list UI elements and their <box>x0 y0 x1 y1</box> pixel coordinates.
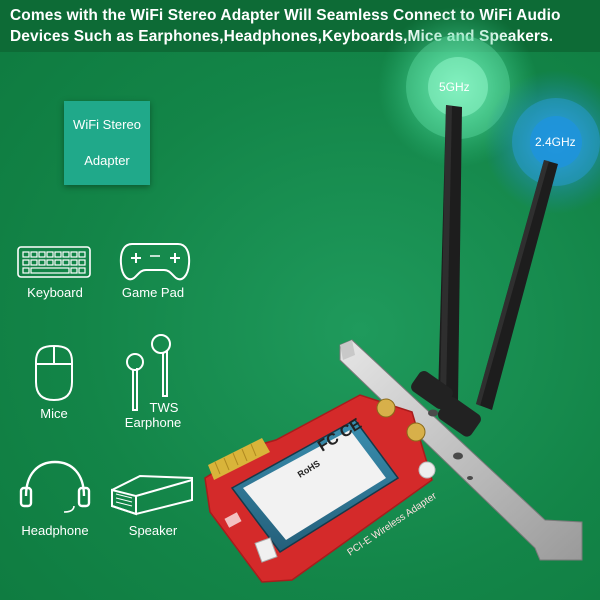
antenna-24ghz <box>437 160 558 437</box>
band-5ghz-label: 5GHz <box>439 80 470 94</box>
wifi-stereo-adapter-box: WiFi Stereo Adapter <box>64 101 150 185</box>
speaker-icon <box>111 474 193 516</box>
headphone-icon <box>19 460 91 513</box>
adapter-box-line-1: WiFi Stereo <box>73 117 141 132</box>
keyboard-icon <box>17 246 91 278</box>
device-keyboard: Keyboard <box>16 285 94 300</box>
device-speaker: Speaker <box>118 523 188 538</box>
band-24ghz-label: 2.4GHz <box>535 135 576 149</box>
headphone-label: Headphone <box>21 523 89 538</box>
mouse-icon <box>35 344 73 402</box>
device-headphone: Headphone <box>14 523 96 538</box>
device-gamepad: Game Pad <box>114 285 192 300</box>
tws-label: TWS <box>149 400 179 415</box>
antenna-5ghz <box>411 105 462 409</box>
speaker-label: Speaker <box>128 523 178 538</box>
device-tws-earphone: TWS Earphone <box>118 400 188 430</box>
signal-24ghz-glow <box>484 70 600 214</box>
device-mice: Mice <box>22 406 86 421</box>
signal-5ghz-glow <box>378 7 538 167</box>
adapter-box-line-2: Adapter <box>84 153 130 168</box>
earphone-label: Earphone <box>124 415 182 430</box>
gamepad-label: Game Pad <box>121 285 185 300</box>
gamepad-icon <box>119 243 191 281</box>
keyboard-label: Keyboard <box>27 285 83 300</box>
earphone-icon <box>126 334 171 411</box>
pcie-wifi-card: FC CE RoHS <box>204 394 436 583</box>
mice-label: Mice <box>40 406 68 421</box>
